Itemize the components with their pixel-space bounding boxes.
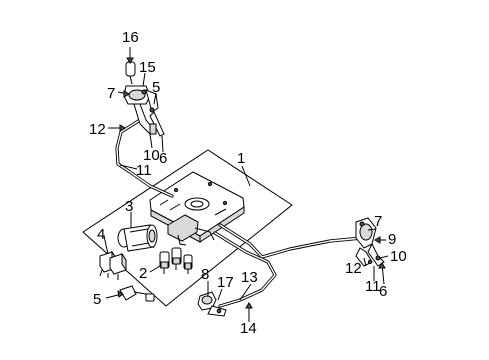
relay-group bbox=[99, 250, 127, 280]
callout-6-right: 6 bbox=[379, 283, 387, 300]
air-line-long bbox=[115, 118, 364, 259]
callout-12-upper: 12 bbox=[89, 121, 106, 138]
leader-lines bbox=[103, 47, 389, 322]
callout-10-right: 10 bbox=[390, 248, 407, 265]
upper-left-assembly bbox=[123, 61, 165, 137]
callout-10-upper: 10 bbox=[143, 147, 160, 164]
callout-7-upper: 7 bbox=[107, 85, 115, 102]
panel-outline bbox=[82, 149, 293, 307]
callout-11-upper: 11 bbox=[136, 162, 152, 179]
callout-12-right: 12 bbox=[345, 260, 362, 277]
lower-sensor-assembly bbox=[197, 291, 227, 317]
lower-harness bbox=[119, 285, 155, 302]
callout-16: 16 bbox=[122, 29, 139, 46]
callout-6-upper: 6 bbox=[159, 150, 167, 167]
solenoid-valves bbox=[159, 247, 193, 274]
callout-14: 14 bbox=[240, 320, 257, 337]
callout-3: 3 bbox=[125, 198, 133, 215]
callout-15: 15 bbox=[139, 59, 156, 76]
callout-2: 2 bbox=[139, 265, 147, 282]
leader-1 bbox=[241, 165, 251, 187]
compressor-tray bbox=[149, 171, 245, 246]
callout-17: 17 bbox=[217, 274, 234, 291]
callout-5-upper: 5 bbox=[152, 79, 160, 96]
callout-9: 9 bbox=[388, 231, 396, 248]
callout-1: 1 bbox=[237, 150, 245, 167]
callout-labels: 16 15 7 5 12 10 6 11 1 3 4 2 5 8 17 13 1… bbox=[89, 29, 407, 337]
callout-7-right: 7 bbox=[374, 213, 382, 230]
right-assembly bbox=[355, 217, 385, 267]
callout-8: 8 bbox=[201, 266, 209, 283]
callout-11-right: 11 bbox=[365, 278, 381, 295]
callout-13: 13 bbox=[241, 269, 258, 286]
compressor-motor bbox=[117, 224, 158, 252]
callout-5-lower: 5 bbox=[93, 291, 101, 308]
callout-4: 4 bbox=[97, 226, 105, 243]
